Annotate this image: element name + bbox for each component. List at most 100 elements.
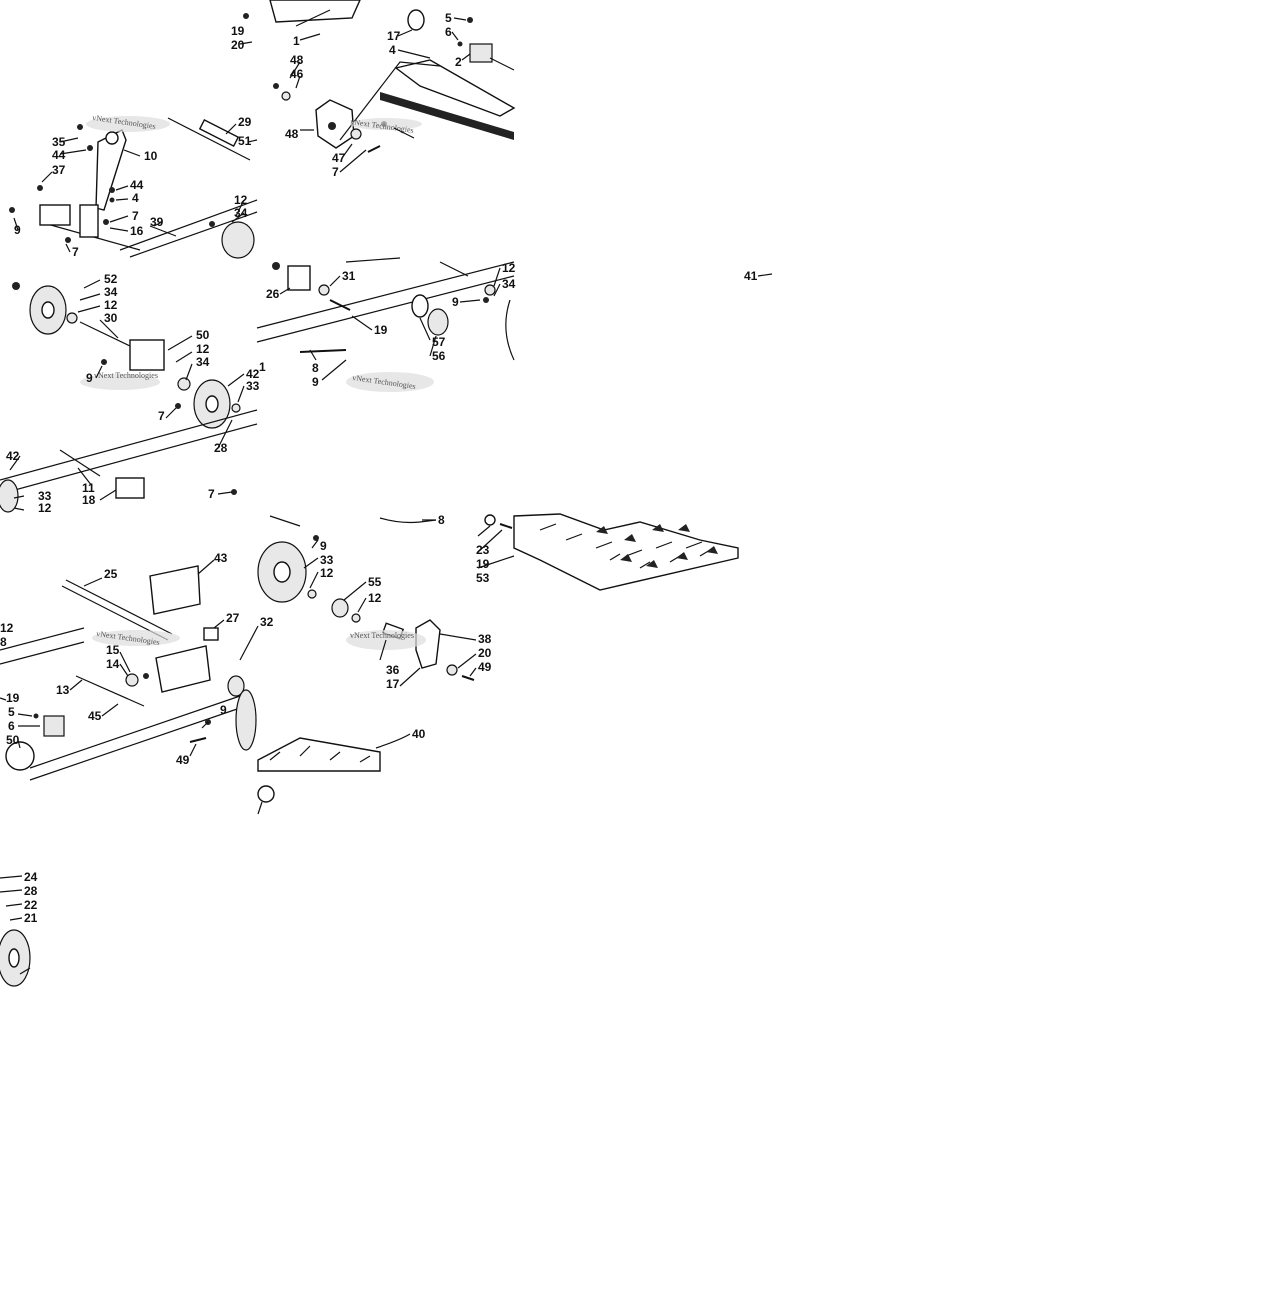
callout-17: 17 — [387, 29, 401, 43]
rail-stub — [269, 515, 301, 527]
callout-1: 1 — [293, 34, 300, 48]
callout-20: 20 — [231, 38, 245, 52]
bolt-part-35 — [77, 124, 83, 130]
tile-bottom-left: 24 28 22 21 — [0, 870, 38, 987]
watermark-blur — [346, 372, 434, 392]
callout-53: 53 — [476, 571, 490, 585]
pivot-part-18 — [115, 477, 145, 499]
callout-19: 19 — [231, 24, 245, 38]
tile-upper-middle: vNext Technologies 1 17 4 48 46 48 47 7 … — [269, 0, 516, 179]
callout-40: 40 — [412, 727, 426, 741]
callout-6: 2 — [455, 55, 462, 69]
bracket-part — [79, 204, 99, 238]
leader-lines — [0, 875, 23, 921]
wear-strip-part-3 — [394, 59, 516, 117]
bolt-part-9 — [313, 535, 319, 541]
pin-part-39 — [149, 225, 177, 237]
callout-22: 22 — [24, 898, 38, 912]
watermark-blur — [92, 630, 180, 646]
nut-part-7b — [65, 237, 71, 243]
rail-left-bottom — [0, 641, 85, 665]
block-leader — [489, 57, 515, 71]
leader-lines — [279, 267, 501, 381]
bolt-part-15 — [143, 673, 149, 679]
nut-part-7 — [467, 17, 473, 23]
axle-stub — [439, 261, 469, 277]
callout-29: 29 — [238, 115, 252, 129]
leader-lines — [9, 279, 245, 511]
washer-part-5 — [33, 713, 39, 719]
callout-37: 37 — [52, 163, 66, 177]
nut-part-7b — [231, 489, 237, 495]
wheel-part-50 — [5, 741, 35, 771]
washer-part-14 — [125, 673, 139, 687]
nut-part-44 — [87, 145, 93, 151]
leader-lines — [303, 519, 515, 687]
callout-25: 25 — [104, 567, 118, 581]
bolt-part-9b — [483, 297, 489, 303]
shaft-part-29 — [167, 117, 251, 161]
rail-lower-bottom — [29, 707, 241, 781]
callout-48b: 47 — [332, 151, 346, 165]
rail-left-top — [0, 627, 85, 651]
callout-42: 42 — [246, 367, 260, 381]
watermark-text: vNext Technologies — [350, 631, 414, 640]
mount-block — [39, 204, 71, 226]
callout-45: 45 — [88, 709, 102, 723]
nut-part-7 — [175, 403, 181, 409]
callout-7: 5 — [445, 11, 452, 25]
bushing-part-23 — [484, 514, 496, 526]
leader-lines — [13, 41, 258, 253]
callout-24: 24 — [24, 870, 38, 884]
callout-34: 34 — [502, 277, 516, 291]
callout-17: 17 — [386, 677, 400, 691]
callout-12: 12 — [502, 261, 516, 275]
callout-50: 50 — [6, 733, 20, 747]
callout-26: 26 — [266, 287, 280, 301]
callout-10: 10 — [144, 149, 158, 163]
track-cleats — [269, 745, 371, 763]
bushing-part-17 — [407, 9, 425, 31]
track-cleat-lines — [539, 523, 711, 569]
callout-20: 20 — [478, 646, 492, 660]
spacer-part-55 — [331, 598, 349, 618]
callout-38: 38 — [478, 632, 492, 646]
callout-36: 36 — [386, 663, 400, 677]
callout-30: 30 — [104, 311, 118, 325]
callout-19: 19 — [6, 691, 20, 705]
callout-9: 9 — [312, 375, 319, 389]
axle-part-30 — [79, 321, 131, 347]
callout-33: 33 — [246, 379, 260, 393]
tile-middle-left: vNext Technologies 52 34 12 30 50 12 34 … — [0, 272, 260, 515]
washer-part-12b — [351, 613, 361, 623]
wheel-hub-21 — [8, 948, 20, 968]
watermark-text: vNext Technologies — [94, 371, 158, 380]
callout-28: 28 — [24, 884, 38, 898]
rail-bottom-edge — [256, 275, 515, 343]
callout-7b: 7 — [72, 245, 79, 259]
callout-12c: 12 — [38, 501, 52, 515]
washer-part-12 — [484, 284, 496, 296]
track-belt — [513, 513, 739, 591]
nut-part-34 — [177, 377, 191, 391]
callout-8: 8 — [0, 635, 7, 649]
wheel-part-42b — [0, 479, 19, 513]
washer-part-12 — [307, 589, 317, 599]
callout-4: 4 — [389, 43, 396, 57]
bracket-part-26 — [287, 265, 311, 291]
bolt-part-19 — [329, 299, 351, 311]
callout-12b: 12 — [196, 342, 210, 356]
callout-23: 23 — [476, 543, 490, 557]
callout-13: 13 — [56, 683, 70, 697]
callout-44: 44 — [52, 148, 66, 162]
cap-part-27 — [203, 627, 219, 641]
washer-part-4 — [109, 197, 115, 203]
nut-part-44b — [109, 187, 115, 193]
bolt-part-4 — [273, 83, 279, 89]
callout-55: 55 — [368, 575, 382, 589]
callout-9: 9 — [320, 539, 327, 553]
bolt-part-19 — [243, 13, 249, 19]
callout-34: 34 — [104, 285, 118, 299]
seal-part-57 — [411, 294, 429, 318]
